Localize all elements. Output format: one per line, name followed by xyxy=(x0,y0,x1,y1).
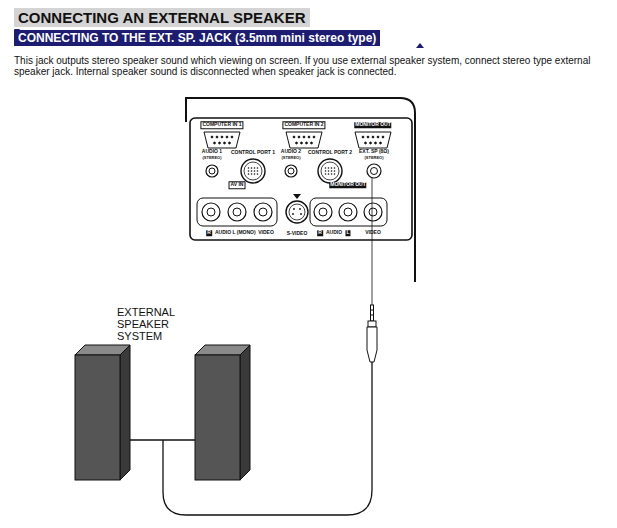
speaker-wire xyxy=(128,439,197,440)
cable xyxy=(163,362,372,515)
port-label: AUDIO xyxy=(326,230,342,236)
port-label: CONTROL PORT 2 xyxy=(308,150,352,156)
heading-band: CONNECTING TO THE EXT. SP. JACK (3.5mm m… xyxy=(14,30,380,46)
part-label: EXTERNAL SPEAKER SYSTEM xyxy=(117,306,213,342)
jacks xyxy=(202,159,382,223)
projector-housing xyxy=(186,98,415,282)
port-label: CONTROL PORT 1 xyxy=(231,150,275,156)
port-label: EXT. SP (8Ω) xyxy=(359,149,389,155)
monitor-out-frame xyxy=(310,198,387,226)
port-label: S-VIDEO xyxy=(287,231,308,237)
speaker xyxy=(75,345,130,480)
port-label: (STEREO) xyxy=(202,156,221,160)
port-label: AUDIO 1 xyxy=(202,149,222,155)
port-label: VIDEO xyxy=(365,230,381,236)
mini-plug xyxy=(367,305,377,362)
port-label: R xyxy=(206,230,212,236)
title-bar: CONNECTING AN EXTERNAL SPEAKER xyxy=(14,8,310,27)
port-label: AV IN xyxy=(229,181,246,189)
vga-connectors xyxy=(204,132,391,148)
port-label: (STEREO) xyxy=(281,156,300,160)
body-text: This jack outputs stereo speaker sound w… xyxy=(14,55,614,77)
port-label: COMPUTER IN 2 xyxy=(282,121,325,129)
speaker xyxy=(195,345,250,480)
port-label: COMPUTER IN 1 xyxy=(200,121,243,129)
terminal-panel xyxy=(190,118,412,240)
heading-text: CONNECTING TO THE EXT. SP. JACK (3.5mm m… xyxy=(18,31,376,45)
handle-mark xyxy=(416,43,424,48)
port-label: MONITOR OUT xyxy=(354,122,391,128)
port-label: L xyxy=(345,230,350,236)
port-label: L (MONO) xyxy=(232,230,255,236)
port-label: MONITOR OUT xyxy=(329,182,366,188)
cable xyxy=(372,178,373,305)
av-in-frame xyxy=(197,198,277,226)
port-label: VIDEO xyxy=(258,230,274,236)
port-label: AUDIO 2 xyxy=(281,149,301,155)
s-video-mark xyxy=(293,194,301,199)
port-label: AUDIO xyxy=(215,230,231,236)
port-label: (STEREO) xyxy=(364,156,383,160)
port-label: R xyxy=(317,230,323,236)
